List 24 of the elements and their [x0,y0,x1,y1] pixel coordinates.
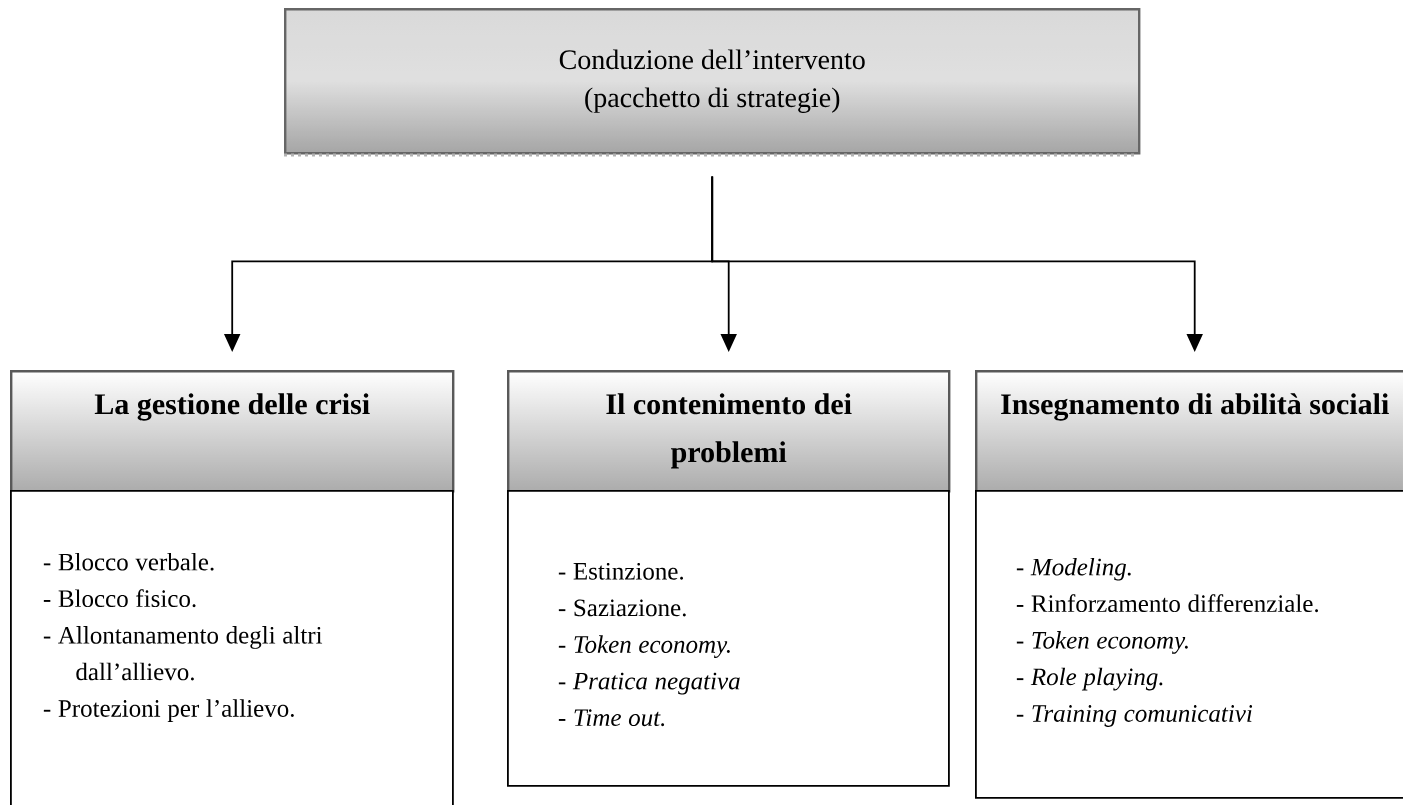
list-item: - Token economy. [1016,631,1188,654]
title-text: Conduzione dell’intervento (pacchetto di strategie) [559,49,865,113]
list-item: - Protezioni per l’allievo. [43,699,294,722]
header-box [10,370,455,493]
list-box [975,490,1403,799]
list-item: - Blocco verbale. [43,552,214,571]
header-text: Insegnamento di abilità sociali [1001,393,1389,421]
header-text: La gestione delle crisi [94,393,370,421]
list-item: - Rinforzamento differenziale. [1016,594,1319,613]
list-box [507,490,950,787]
list-item: - Pratica negativa [558,672,740,695]
list-item: - Role playing. [1016,667,1163,691]
header-box [507,370,951,493]
list-item: - Token economy. [558,635,730,659]
root-box [284,8,1141,155]
list-item: - Modeling. [1016,557,1131,581]
list-item: - Training comunicativi [1016,705,1253,727]
list-item: - Blocco fisico. [43,589,196,608]
list-item: - Allontanamento degli altri dall’allievo. [43,626,323,681]
list-item: - Estinzione. [558,562,684,580]
list-box [10,490,454,805]
list-item: - Saziazione. [558,599,686,617]
list-item: - Time out. [558,709,665,727]
header-text: Il contenimento dei problemi [606,393,852,469]
